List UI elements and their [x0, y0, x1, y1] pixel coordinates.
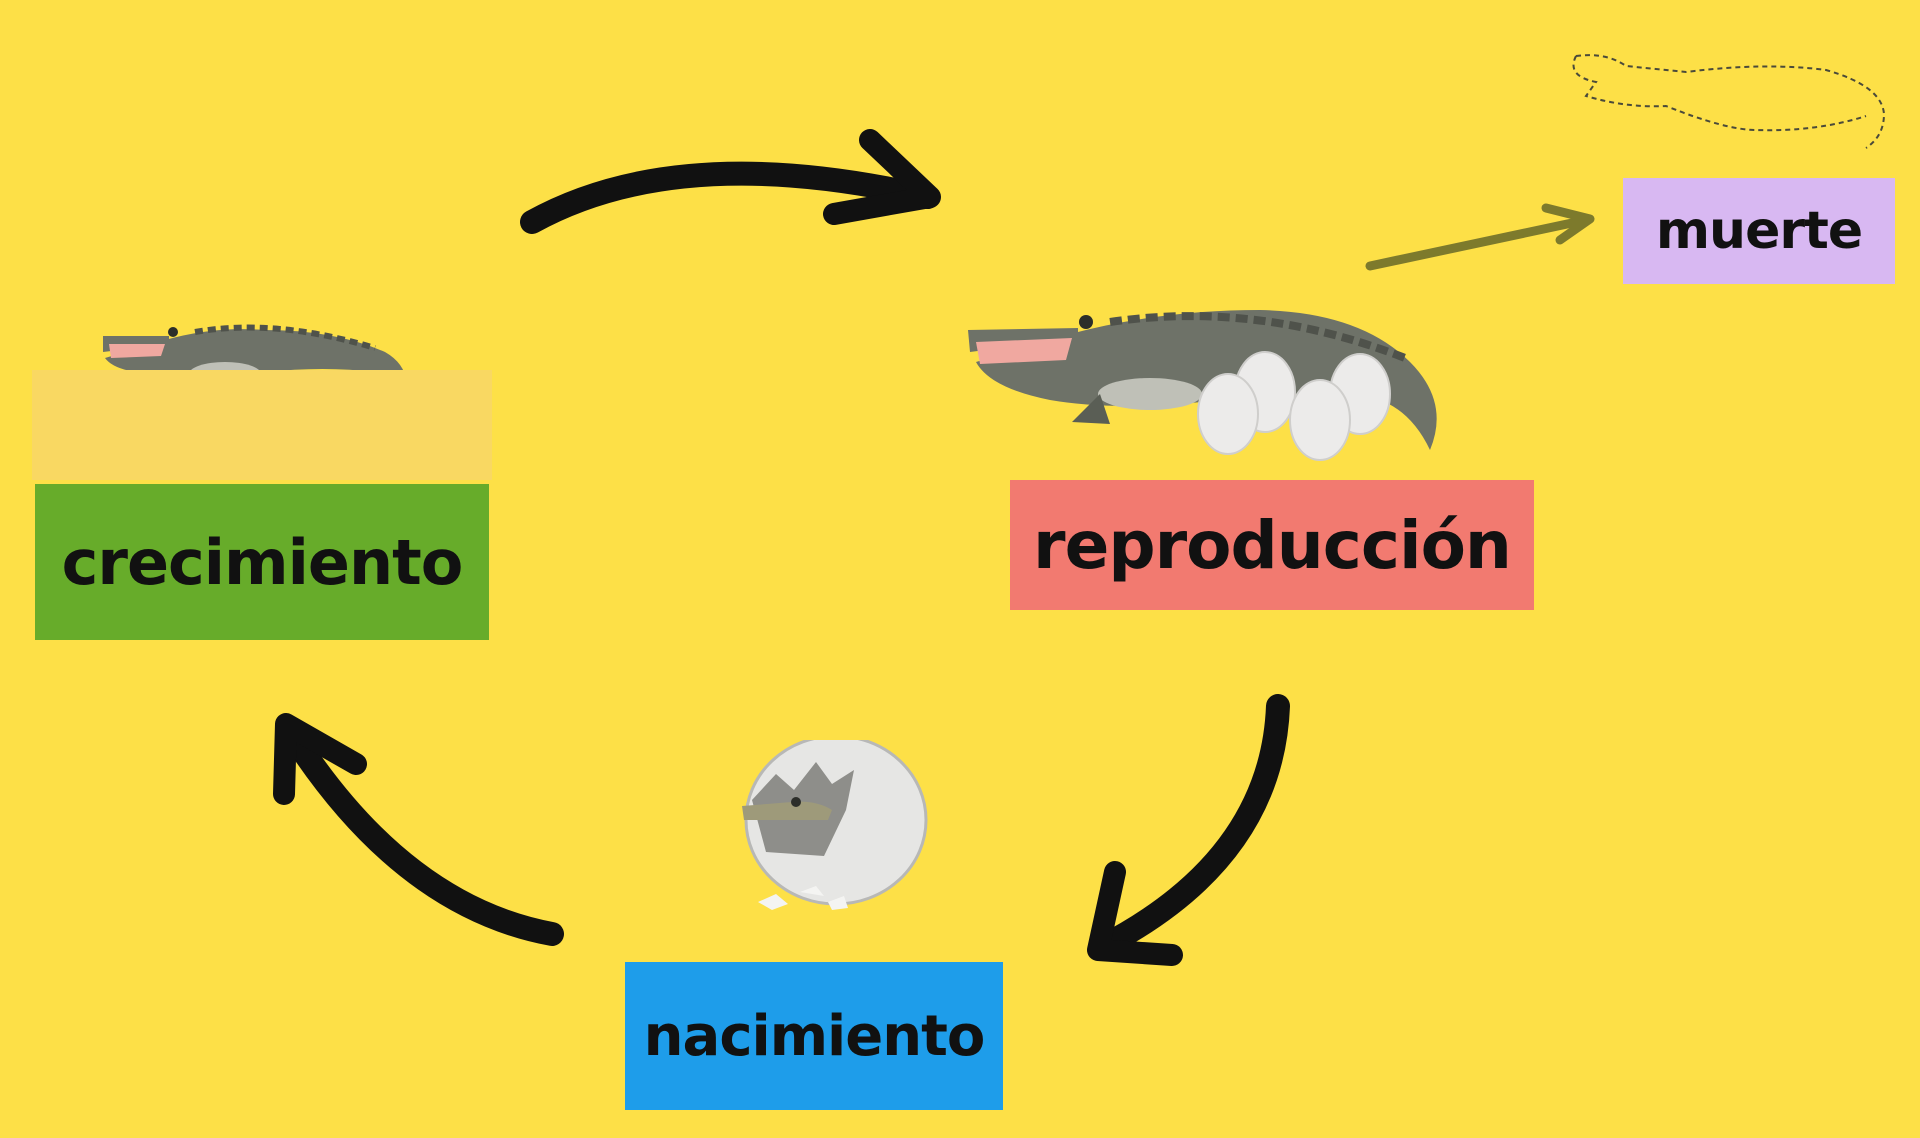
hatching-egg-icon: [742, 740, 928, 910]
arrow-reproduction-to-birth: [1087, 694, 1290, 966]
stage-death-label: muerte: [1623, 178, 1895, 284]
arrow-growth-to-reproduction: [520, 129, 941, 234]
stage-growth-text: crecimiento: [61, 525, 464, 599]
crocodile-with-eggs-icon: [968, 310, 1437, 461]
stage-reproduction-text: reproducción: [1033, 506, 1512, 584]
dashed-crocodile-outline-icon: [1572, 54, 1886, 149]
growth-illustration-backdrop: [32, 370, 492, 480]
stage-birth-text: nacimiento: [643, 1003, 986, 1069]
stage-death-text: muerte: [1655, 201, 1863, 261]
arrow-reproduction-to-death: [1365, 203, 1595, 271]
stage-reproduction-label: reproducción: [1010, 480, 1534, 610]
stage-growth-label: crecimiento: [35, 484, 489, 640]
stage-birth-label: nacimiento: [625, 962, 1003, 1110]
arrow-birth-to-growth: [273, 713, 564, 946]
